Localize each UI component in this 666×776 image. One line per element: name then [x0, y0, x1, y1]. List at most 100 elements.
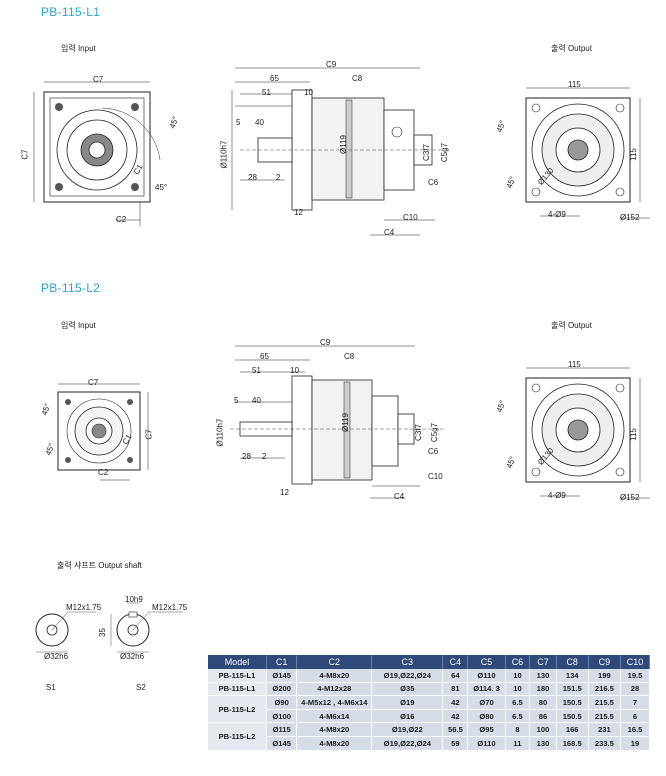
cell-c5: Ø80 [467, 709, 506, 724]
cell-c1: Ø200 [266, 682, 298, 697]
dim-c4-l1: C4 [384, 228, 395, 237]
dim-phi110-l1: Ø110h7 [219, 140, 229, 169]
dim-c7-height: C7 [20, 149, 30, 160]
label-s2: S2 [136, 683, 146, 692]
l1-side-view [231, 67, 450, 236]
dim-c2-l2: C2 [98, 468, 109, 477]
cell-c6: 6.5 [505, 709, 531, 724]
cell-c10: 6 [620, 709, 651, 724]
spec-table-header: Model C1 C2 C3 C4 C5 C6 C7 C8 C9 C10 [208, 655, 651, 669]
cell-c10: 19 [620, 736, 651, 751]
dim-c10-l1: C10 [403, 213, 418, 222]
s2-height: 35 [97, 628, 107, 637]
caption-output-l2: 출력 Output [551, 321, 592, 330]
col-c6: C6 [505, 655, 531, 669]
dim-2-l1: 2 [276, 173, 281, 182]
col-c5: C5 [467, 655, 506, 669]
cell-c9: 215.5 [588, 695, 621, 710]
l1-input-view [33, 81, 161, 226]
cell-c5: Ø110 [467, 669, 506, 683]
title-pb-115-l1: PB-115-L1 [41, 5, 101, 19]
dim-c8-l2: C8 [344, 352, 355, 361]
caption-input-l1: 입력 Input [61, 44, 96, 53]
dim-c8-l1: C8 [352, 74, 363, 83]
dim-holes-l1: 4-Ø9 [548, 210, 566, 219]
dim-2-l2: 2 [262, 452, 267, 461]
col-c4: C4 [442, 655, 469, 669]
cell-c1: Ø90 [266, 695, 298, 710]
l2-input-view [57, 383, 149, 481]
dim-115-height-l1: 115 [628, 148, 638, 161]
table-row: Ø100 4-M6x14 Ø16 42 Ø80 6.5 86 150.5 215… [208, 709, 651, 724]
dim-phi152-l1: Ø152 [620, 213, 640, 222]
dim-c7-width-l2: C7 [88, 378, 99, 387]
dim-c9-l2: C9 [320, 338, 331, 347]
dim-10-l1: 10 [304, 88, 313, 97]
dim-c7-width: C7 [93, 75, 104, 84]
l1-output-view [525, 87, 650, 219]
dim-phi152-l2: Ø152 [620, 493, 640, 502]
cell-c4: 64 [442, 669, 469, 683]
col-c2: C2 [296, 655, 373, 669]
cell-c6: 10 [505, 682, 531, 697]
table-row: PB-115-L2 Ø90 4-M5x12 , 4-M6x14 Ø19 42 Ø… [208, 695, 651, 724]
dim-40-l1: 40 [255, 118, 264, 127]
cell-c3: Ø16 [371, 709, 444, 724]
cell-c3: Ø19 [371, 695, 444, 710]
dim-holes-l2: 4-Ø9 [548, 491, 566, 500]
cell-c4: 81 [442, 682, 469, 697]
table-row: PB-115-L2 Ø115 4-M8x20 Ø19,Ø22 56.5 Ø95 … [208, 722, 651, 751]
cell-c2: 4-M12x28 [296, 682, 373, 697]
cell-c1: Ø145 [266, 736, 298, 751]
cell-c1: Ø145 [266, 669, 298, 683]
cell-c5: Ø70 [467, 695, 506, 710]
cell-model: PB-115-L1 [208, 669, 267, 683]
cell-c2: 4-M6x14 [296, 709, 373, 724]
cell-c9: 233.5 [588, 736, 621, 751]
dim-phi119-l2: Ø119 [340, 413, 350, 432]
dim-c3-l2: C3f7 [413, 424, 423, 441]
caption-output-shaft: 출력 샤프트 Output shaft [57, 561, 142, 570]
shaft-s1-drawing [35, 611, 96, 653]
s2-diameter: Ø32h6 [120, 652, 145, 661]
dim-c9-l1: C9 [326, 60, 337, 69]
dim-65-l1: 65 [270, 74, 279, 83]
cell-c3: Ø19,Ø22,Ø24 [371, 669, 444, 683]
cell-c10: 16.5 [620, 722, 651, 737]
table-row: Ø145 4-M8x20 Ø19,Ø22,Ø24 59 Ø110 11 130 … [208, 736, 651, 751]
shaft-s2-drawing [110, 602, 183, 653]
s1-diameter: Ø32h6 [44, 652, 69, 661]
cell-c5: Ø95 [467, 722, 506, 737]
cell-c6: 6.5 [505, 695, 531, 710]
caption-input-l2: 입력 Input [61, 321, 96, 330]
dim-c4-l2: C4 [394, 492, 405, 501]
dim-40-l2: 40 [252, 396, 261, 405]
dim-c5-l1: C5g7 [440, 142, 450, 163]
cell-c1: Ø115 [266, 722, 298, 737]
cell-c5: Ø114. 3 [467, 682, 506, 697]
l2-output-view [525, 367, 650, 499]
cell-c2: 4-M5x12 , 4-M6x14 [296, 695, 373, 710]
dim-115-width-l2: 115 [568, 360, 581, 369]
title-pb-115-l2: PB-115-L2 [41, 281, 101, 295]
cell-c7: 130 [529, 736, 557, 751]
dim-c7-height-l2: C7 [144, 429, 154, 440]
cell-c7: 86 [529, 709, 557, 724]
cell-c9: 231 [588, 722, 621, 737]
cell-c8: 134 [556, 669, 589, 683]
s1-thread: M12x1.75 [66, 603, 102, 612]
cell-c3: Ø19,Ø22 [371, 722, 444, 737]
cell-c4: 42 [442, 695, 469, 710]
s2-thread: M12x1.75 [152, 603, 188, 612]
col-model: Model [208, 655, 267, 669]
dim-c5-l2: C5g7 [430, 422, 440, 443]
cell-c6: 11 [505, 736, 531, 751]
table-row: PB-115-L1 Ø145 4-M8x20 Ø19,Ø22,Ø24 64 Ø1… [208, 669, 651, 683]
cell-c7: 180 [529, 682, 557, 697]
dim-12-l2: 12 [280, 488, 289, 497]
cell-c2: 4-M8x20 [296, 722, 373, 737]
col-c7: C7 [529, 655, 557, 669]
cell-c8: 150.5 [556, 709, 589, 724]
cell-c1: Ø100 [266, 709, 298, 724]
dim-28-l1: 28 [248, 173, 257, 182]
